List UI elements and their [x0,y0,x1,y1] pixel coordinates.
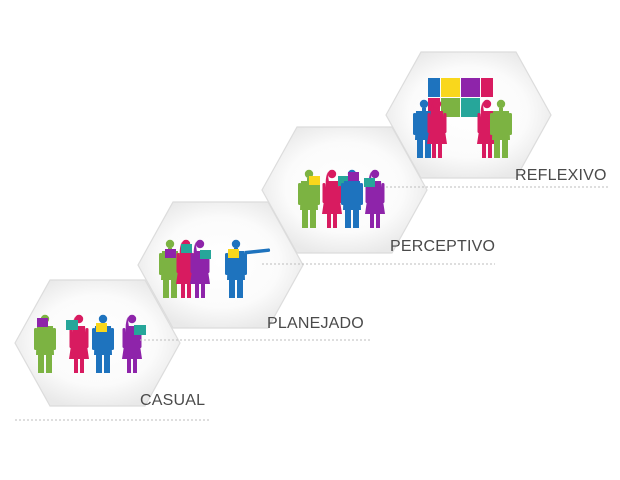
stage-reflexivo: REFLEXIVO [385,51,610,188]
color-board [428,78,493,117]
stage-casual: CASUAL [14,279,210,421]
reflexivo-people-icon [413,78,512,158]
casual-people-icon [34,314,146,373]
stage-label-reflexivo: REFLEXIVO [515,167,607,184]
planejado-people-icon [159,239,271,298]
stage-perceptivo: PERCEPTIVO [261,126,495,265]
perceptivo-people-icon [298,169,385,228]
stage-label-perceptivo: PERCEPTIVO [390,238,495,255]
stage-label-planejado: PLANEJADO [267,315,364,332]
stage-planejado: PLANEJADO [137,201,372,341]
stage-label-casual: CASUAL [140,392,205,409]
